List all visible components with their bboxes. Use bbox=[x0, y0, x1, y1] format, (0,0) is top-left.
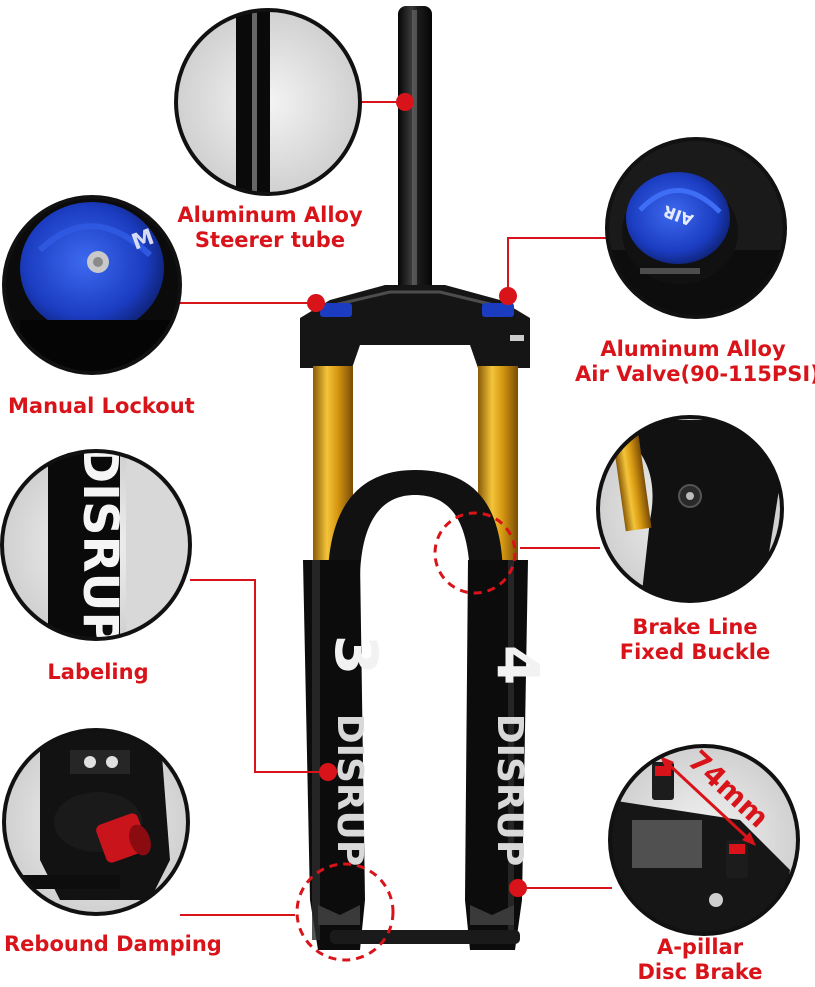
disc-brake-label: A-pillar Disc Brake bbox=[620, 935, 780, 985]
brake-buckle-label: Brake Line Fixed Buckle bbox=[600, 615, 790, 665]
leader-lines bbox=[178, 101, 612, 916]
air-valve-label-line1: Aluminum Alloy bbox=[600, 337, 786, 361]
dropout-highlight-circle bbox=[295, 862, 395, 962]
brake-buckle-label-line1: Brake Line bbox=[632, 615, 758, 639]
left-leg-decal: DISRUP bbox=[329, 714, 370, 867]
labeling-label: Labeling bbox=[28, 660, 168, 685]
measurement-line bbox=[662, 758, 754, 844]
air-cap bbox=[482, 303, 514, 317]
disc-brake-label-line1: A-pillar bbox=[656, 935, 744, 959]
rebound-label-line1: Rebound Damping bbox=[4, 932, 222, 956]
air-valve-label: Aluminum Alloy Air Valve(90-115PSI) bbox=[575, 337, 815, 387]
rebound-label: Rebound Damping bbox=[4, 932, 222, 957]
leader-dots bbox=[307, 93, 527, 897]
steerer-label-line2: Steerer tube bbox=[194, 228, 346, 252]
fork-crown bbox=[300, 285, 530, 368]
disc-brake-detail-circle: 74mm bbox=[608, 744, 800, 936]
buckle-highlight-circle bbox=[433, 511, 517, 595]
lockout-label: Manual Lockout bbox=[8, 394, 195, 419]
lockout-cap bbox=[320, 303, 352, 317]
right-leg-decal: DISRUP bbox=[489, 714, 530, 867]
rebound-detail-circle bbox=[2, 728, 190, 916]
fork-arch bbox=[328, 470, 503, 575]
brake-buckle-detail-circle bbox=[596, 415, 784, 603]
steerer-detail-circle bbox=[174, 8, 362, 196]
labeling-label-line1: Labeling bbox=[47, 660, 149, 684]
air-valve-detail-circle: AIR bbox=[605, 137, 787, 319]
suspension-fork: 3 4 DISRUP DISRUP bbox=[300, 6, 552, 950]
lockout-detail-circle: M bbox=[2, 195, 182, 375]
labeling-detail-circle: DISRUP bbox=[0, 443, 192, 646]
thru-axle bbox=[330, 930, 520, 944]
disc-brake-label-line2: Disc Brake bbox=[637, 960, 763, 984]
svg-text:4: 4 bbox=[484, 645, 552, 685]
labeling-decal-text: DISRUP bbox=[72, 443, 128, 646]
lockout-label-line1: Manual Lockout bbox=[8, 394, 195, 418]
steerer-label: Aluminum Alloy Steerer tube bbox=[170, 203, 370, 253]
brake-buckle-label-line2: Fixed Buckle bbox=[619, 640, 771, 664]
air-valve-label-line2: Air Valve(90-115PSI) bbox=[575, 362, 815, 386]
svg-text:3: 3 bbox=[322, 635, 390, 675]
steerer-label-line1: Aluminum Alloy bbox=[177, 203, 363, 227]
